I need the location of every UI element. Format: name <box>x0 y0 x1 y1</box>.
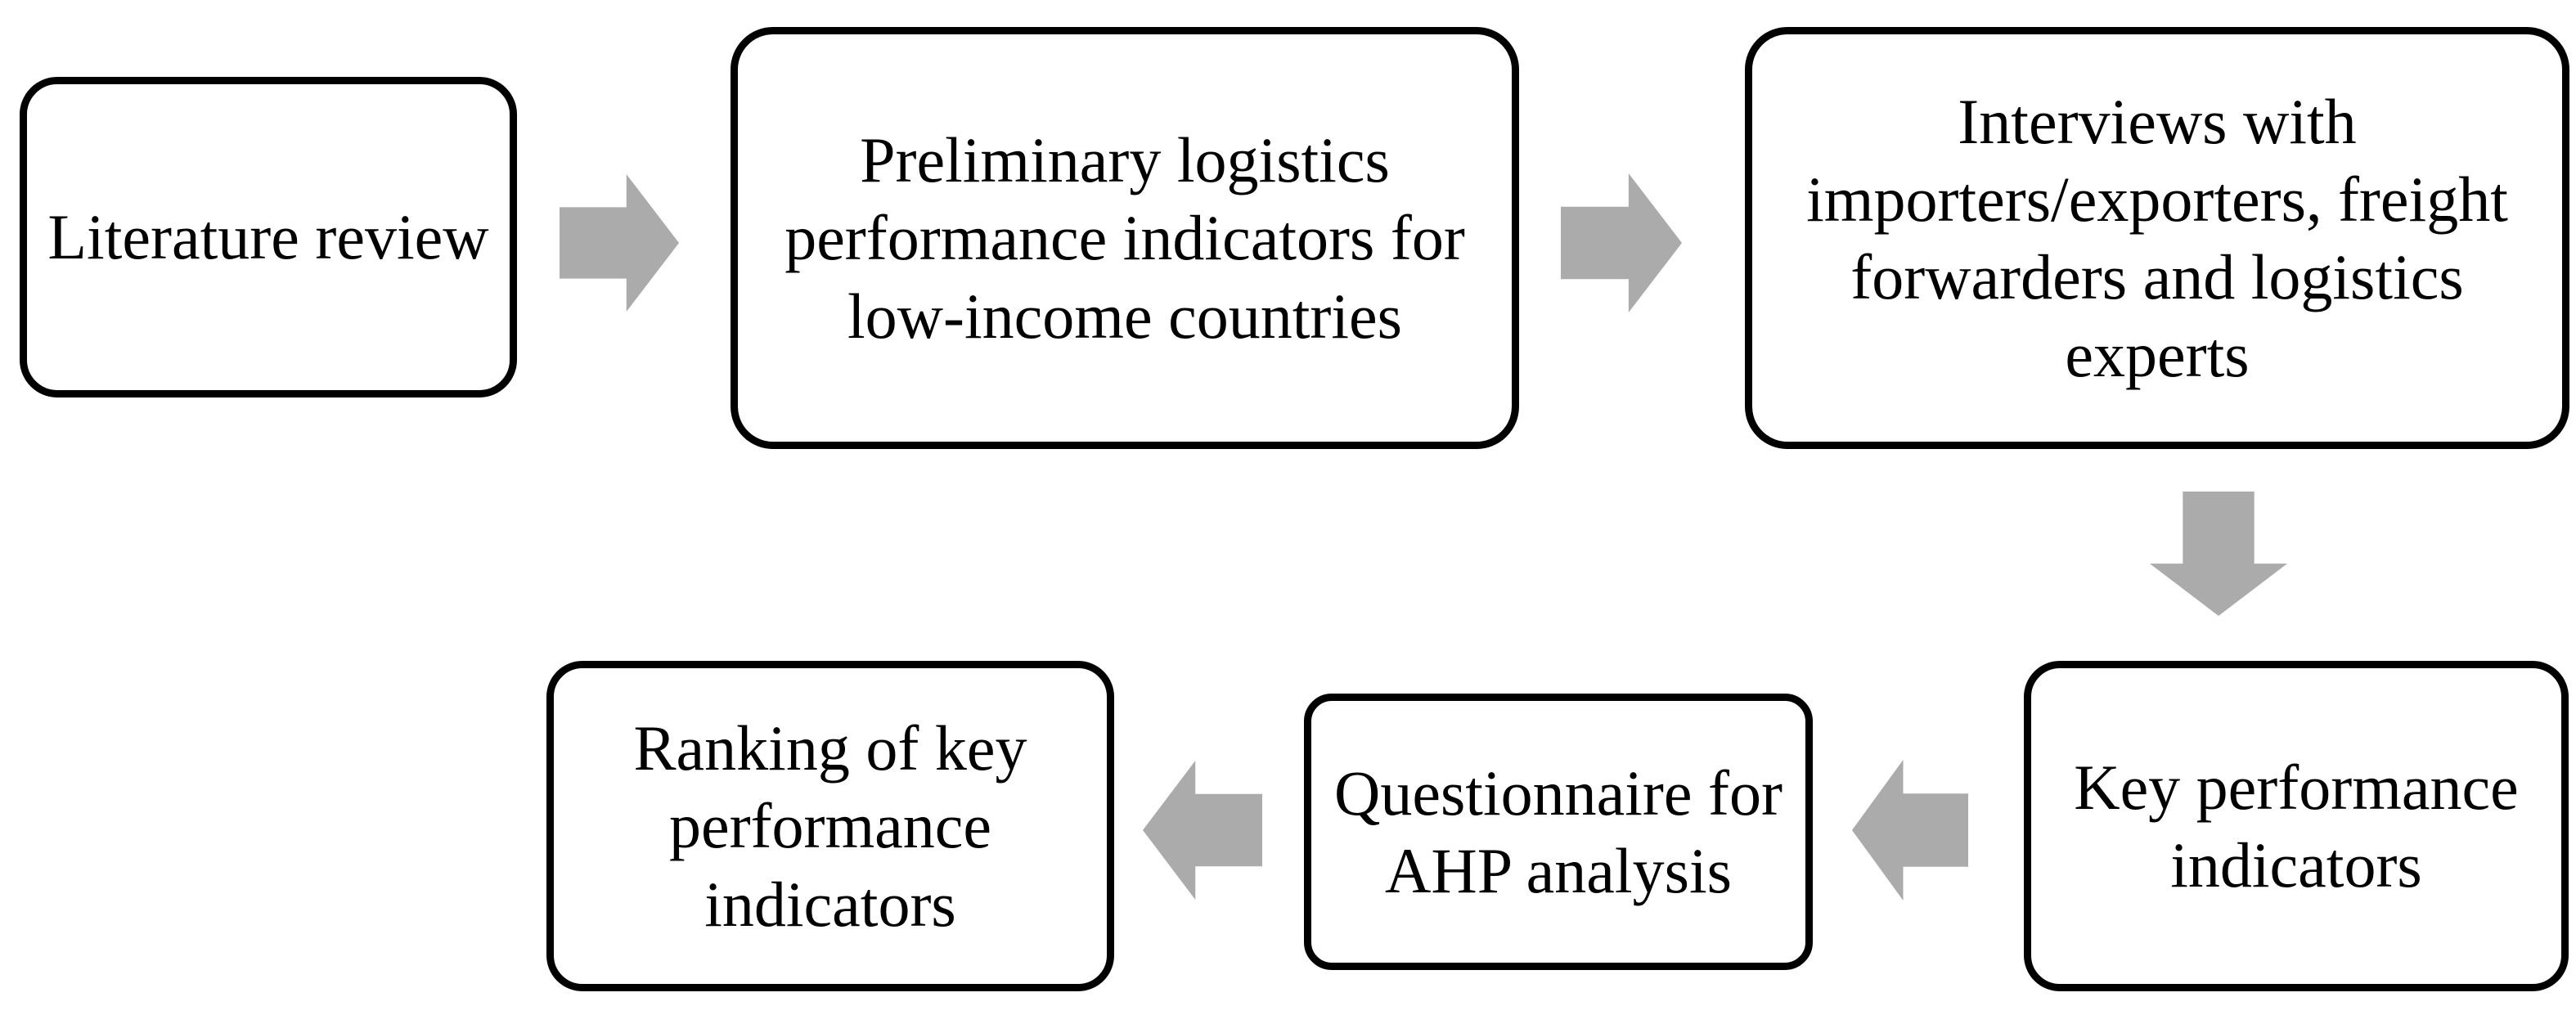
flow-node-questionnaire[interactable]: Questionnaire for AHP analysis <box>1304 694 1813 970</box>
flow-node-key-performance-indicators[interactable]: Key performance indicators <box>2024 661 2569 991</box>
flow-node-label: Ranking of key performance indicators <box>633 712 1027 940</box>
flow-node-literature-review[interactable]: Literature review <box>20 77 517 397</box>
flow-node-label: Literature review <box>47 201 489 273</box>
arrow-left-icon <box>1852 760 1968 900</box>
flow-node-label: Key performance indicators <box>2074 751 2519 900</box>
flow-node-ranking[interactable]: Ranking of key performance indicators <box>546 661 1114 991</box>
flow-node-preliminary-indicators[interactable]: Preliminary logistics performance indica… <box>731 27 1519 449</box>
flow-node-label: Questionnaire for AHP analysis <box>1334 757 1783 906</box>
flow-node-interviews[interactable]: Interviews with importers/exporters, fre… <box>1745 27 2569 449</box>
arrow-right-icon <box>1561 173 1682 312</box>
flow-node-label: Interviews with importers/exporters, fre… <box>1806 85 2508 391</box>
arrow-left-icon <box>1143 761 1262 900</box>
arrow-down-icon <box>2150 492 2287 616</box>
arrow-right-icon <box>560 174 679 312</box>
flow-node-label: Preliminary logistics performance indica… <box>784 124 1465 352</box>
